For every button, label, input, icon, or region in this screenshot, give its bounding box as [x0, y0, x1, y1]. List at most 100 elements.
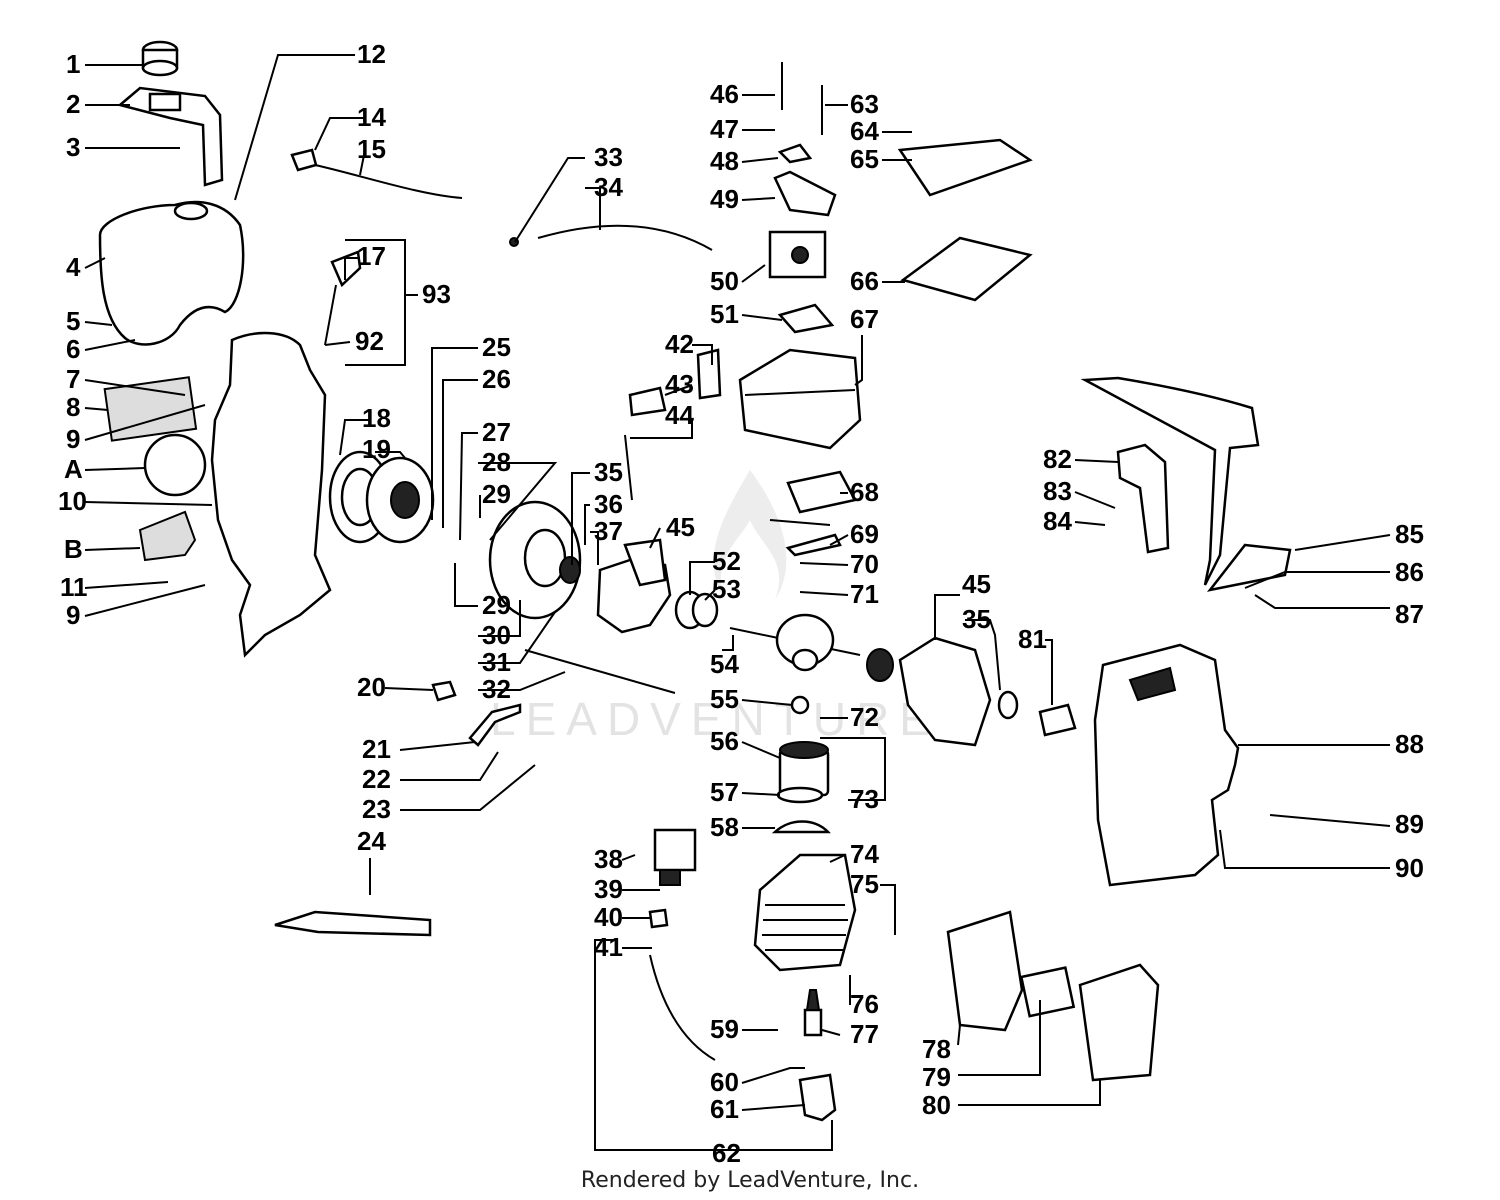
callout-27: 27: [482, 417, 511, 447]
callout-14: 14: [357, 102, 386, 132]
callout-36: 36: [594, 489, 623, 519]
callout-41: 41: [594, 932, 623, 962]
handle-tube: [1080, 376, 1292, 592]
callout-b: B: [64, 534, 83, 564]
callout-53: 53: [712, 574, 741, 604]
callout-35-right: 35: [962, 604, 991, 634]
callout-81: 81: [1018, 624, 1047, 654]
callout-6: 6: [66, 334, 80, 364]
carb-screws: [781, 62, 823, 135]
shaft-32: [524, 649, 676, 694]
callout-85: 85: [1395, 519, 1424, 549]
air-box-67: [738, 348, 862, 450]
callout-46: 46: [710, 79, 739, 109]
callout-40: 40: [594, 902, 623, 932]
callout-43: 43: [665, 369, 694, 399]
callout-63: 63: [850, 89, 879, 119]
callout-labels: 1 2 3 4 5 6 7 8 9 A 10 B 11 9 12 14 15 1…: [58, 39, 1424, 1168]
gasket-68: [786, 470, 857, 514]
callout-50: 50: [710, 266, 739, 296]
callout-86: 86: [1395, 557, 1424, 587]
callout-18: 18: [362, 403, 391, 433]
impulse-hose: [537, 224, 713, 251]
callout-8: 8: [66, 392, 80, 422]
callout-88: 88: [1395, 729, 1424, 759]
callout-12: 12: [357, 39, 386, 69]
callout-48: 48: [710, 146, 739, 176]
callout-4: 4: [66, 252, 81, 282]
clip-21: [468, 703, 522, 747]
spark-plug: [803, 989, 823, 1037]
callout-60: 60: [710, 1067, 739, 1097]
callout-33: 33: [594, 142, 623, 172]
callout-45-right: 45: [962, 569, 991, 599]
callout-71: 71: [850, 579, 879, 609]
grommet-40: [648, 908, 669, 929]
carb-gasket-51: [777, 303, 835, 334]
callout-a: A: [64, 454, 83, 484]
callout-61: 61: [710, 1094, 739, 1124]
callout-78: 78: [922, 1034, 951, 1064]
callout-1: 1: [66, 49, 80, 79]
callout-56: 56: [710, 726, 739, 756]
callout-7: 7: [66, 364, 80, 394]
callout-19: 19: [362, 434, 391, 464]
callout-5: 5: [66, 306, 80, 336]
callout-24: 24: [357, 826, 386, 856]
piston: [778, 741, 830, 797]
cylinder: [753, 853, 857, 972]
callout-31: 31: [482, 647, 511, 677]
callout-21: 21: [362, 734, 391, 764]
muffler-cover-80: [1078, 963, 1160, 1082]
callout-87: 87: [1395, 599, 1424, 629]
seal-right: [997, 690, 1019, 720]
spacer-81: [1038, 703, 1077, 737]
callout-29-upper: 29: [482, 479, 511, 509]
fan-housing: [210, 331, 332, 658]
callout-47: 47: [710, 114, 739, 144]
seal-35: [559, 556, 581, 584]
callout-32: 32: [482, 674, 511, 704]
muffler-screen-79: [1019, 966, 1076, 1018]
leader-lines: [84, 54, 1391, 1151]
bearing-52: [674, 590, 719, 630]
callout-20: 20: [357, 672, 386, 702]
callout-55: 55: [710, 684, 739, 714]
callout-93: 93: [422, 279, 451, 309]
carburetor: [768, 230, 827, 279]
footer-credit: Rendered by LeadVenture, Inc.: [580, 1168, 920, 1193]
callout-15: 15: [357, 134, 386, 164]
callout-17: 17: [357, 241, 386, 271]
callout-58: 58: [710, 812, 739, 842]
plug-20: [431, 680, 457, 702]
callout-34: 34: [594, 172, 623, 202]
decal-b: [138, 510, 197, 562]
throttle-plate-49: [773, 170, 837, 217]
callout-74: 74: [850, 839, 879, 869]
callout-26: 26: [482, 364, 511, 394]
filter-gasket-66: [900, 236, 1033, 302]
ignition-lead: [649, 954, 716, 1061]
callout-30: 30: [482, 620, 511, 650]
grommet-a: [143, 433, 207, 497]
callout-37: 37: [594, 516, 623, 546]
crankcase-half-right: [898, 636, 992, 747]
muffler-78: [946, 910, 1024, 1032]
callout-23: 23: [362, 794, 391, 824]
starter-assembly: [328, 450, 435, 544]
callout-29-lower: 29: [482, 590, 511, 620]
reed-69: [785, 533, 842, 557]
callout-57: 57: [710, 777, 739, 807]
fuel-cap: [141, 40, 179, 77]
callout-82: 82: [1043, 444, 1072, 474]
callout-25: 25: [482, 332, 511, 362]
callout-62: 62: [712, 1138, 741, 1168]
callout-39: 39: [594, 874, 623, 904]
callout-69: 69: [850, 519, 879, 549]
fuel-line: [290, 148, 463, 199]
watermark-text: LEADVENTURE: [490, 693, 940, 745]
handle-grip-82: [1116, 443, 1170, 554]
callout-45-left: 45: [666, 512, 695, 542]
choke-lever-48: [777, 143, 813, 164]
